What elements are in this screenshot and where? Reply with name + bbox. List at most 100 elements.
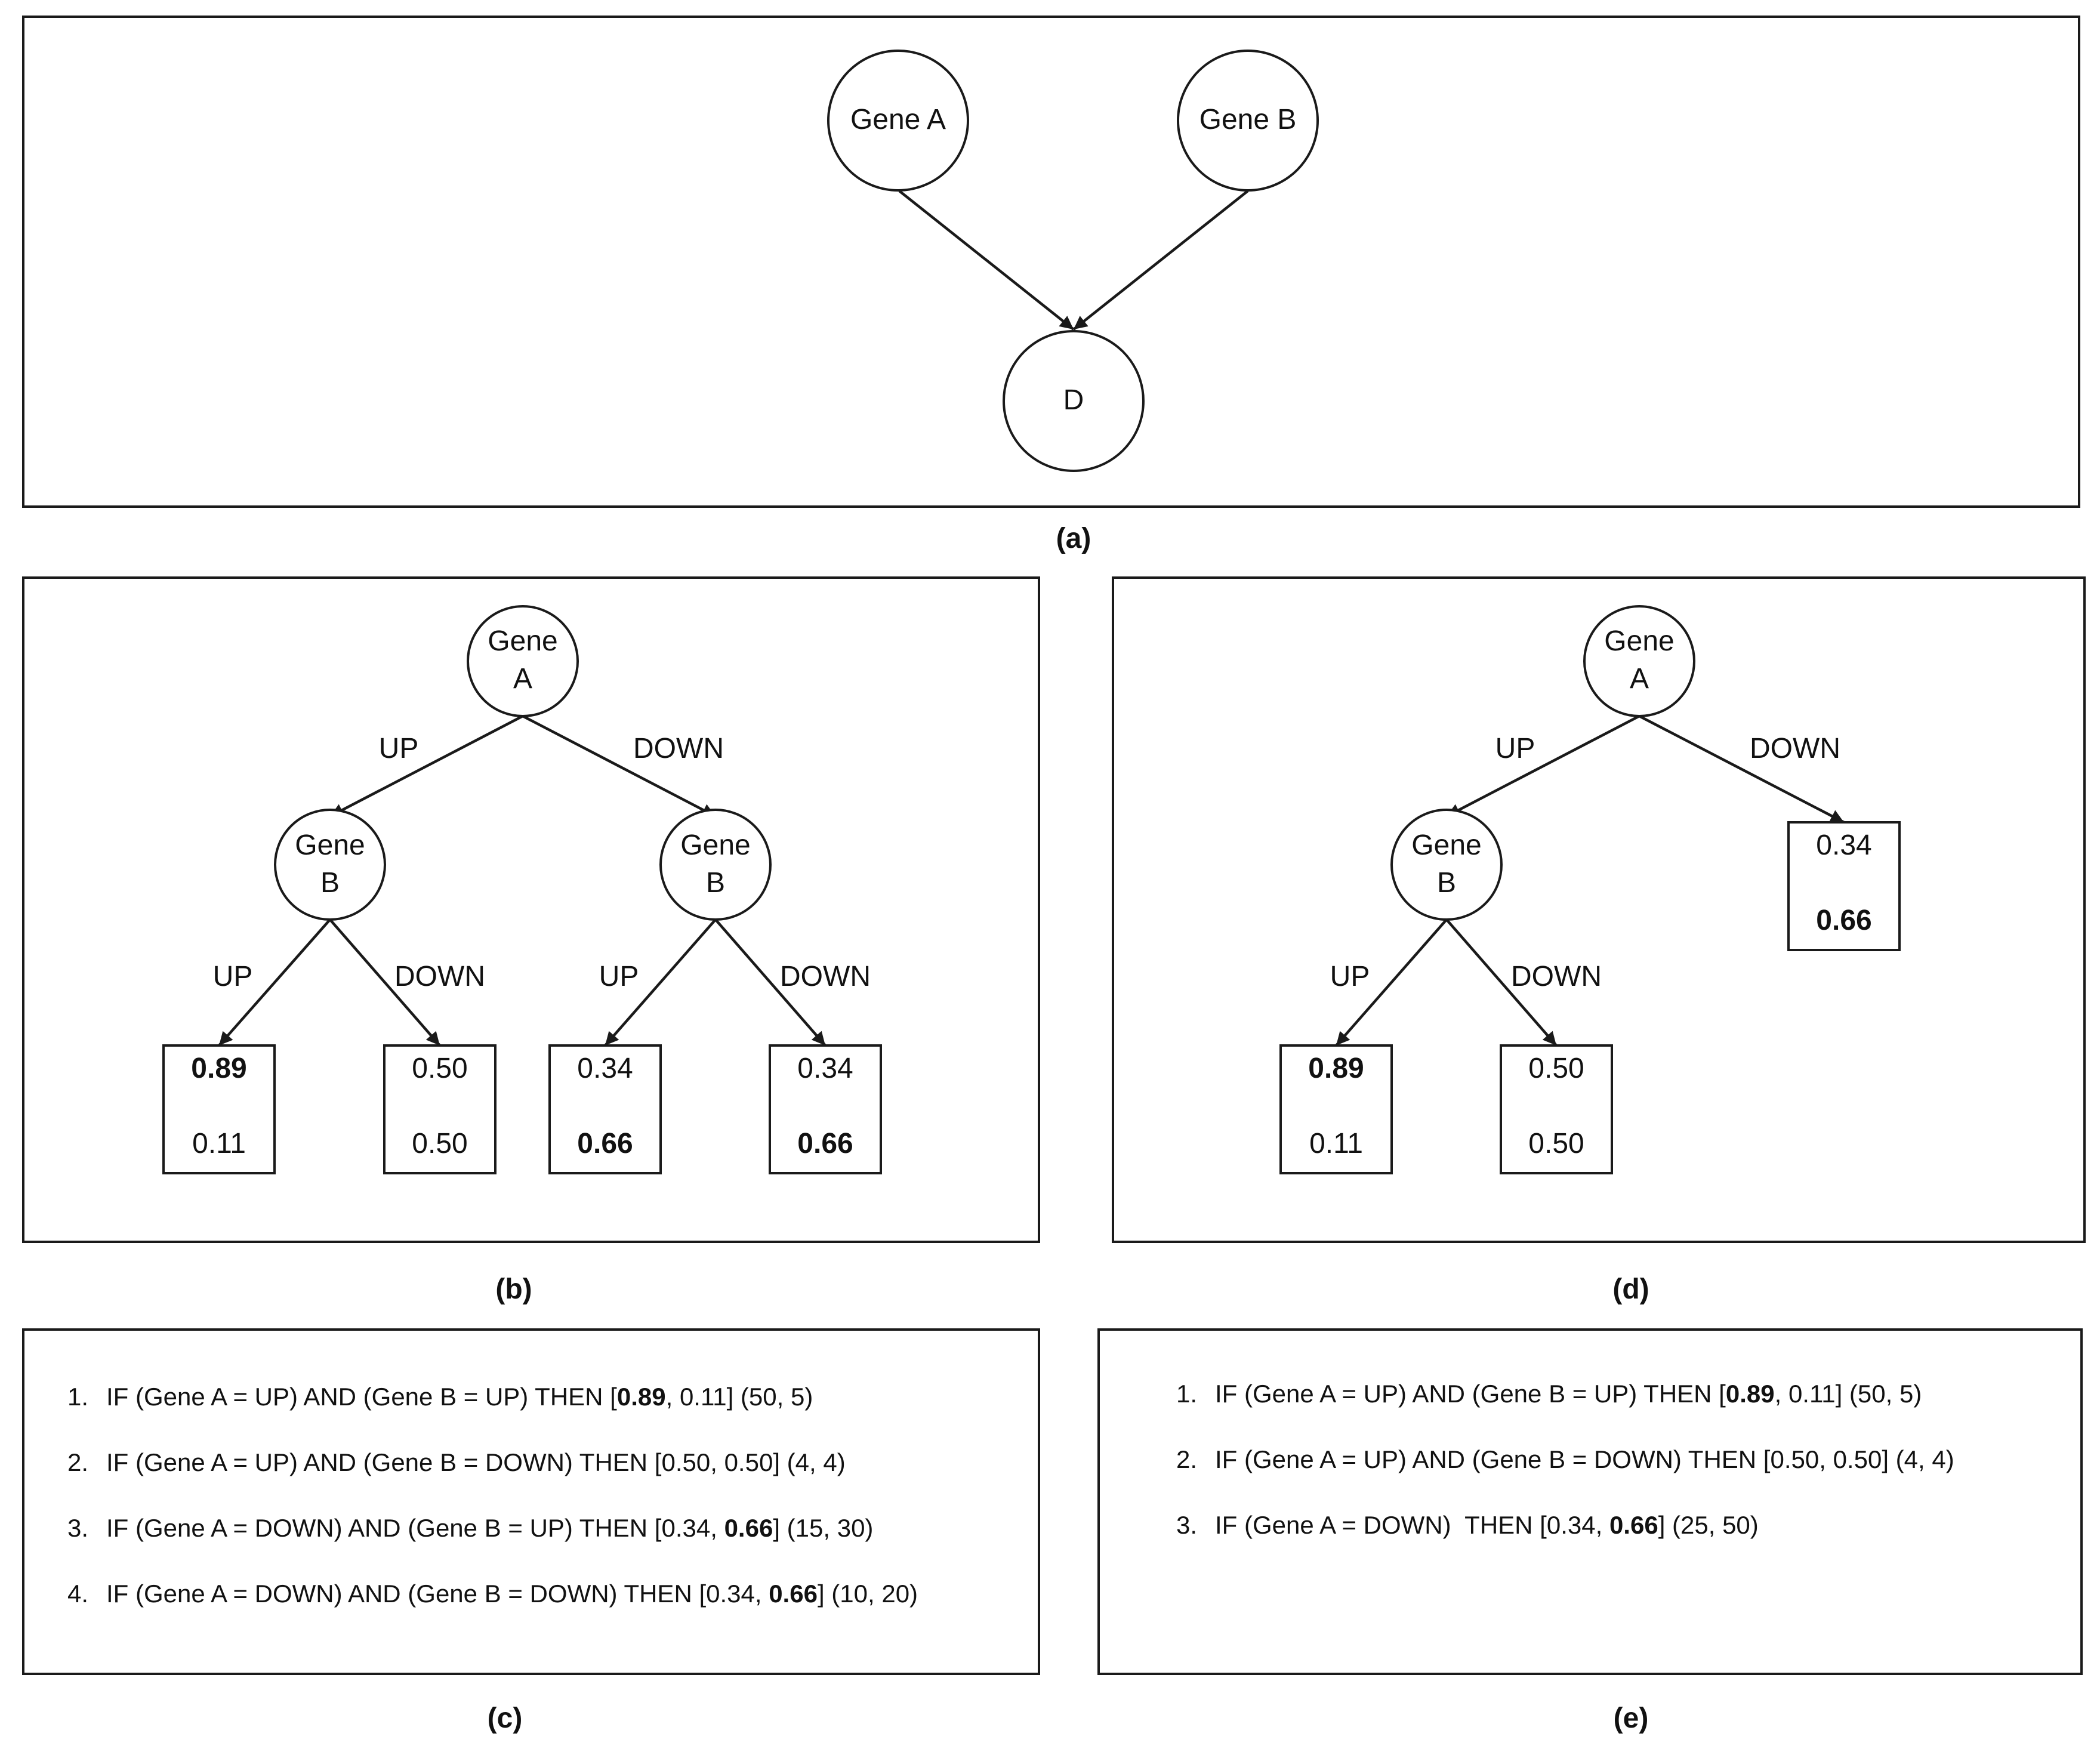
node-d bbox=[1003, 330, 1145, 472]
rule-text: IF (Gene A = DOWN) THEN [0.34, 0.66] (25… bbox=[1215, 1511, 1759, 1539]
edge-d-root-down bbox=[1638, 715, 1845, 824]
rule-text: IF (Gene A = UP) AND (Gene B = UP) THEN … bbox=[1215, 1380, 1922, 1408]
leaf-box bbox=[162, 1044, 276, 1174]
leaf-value-bottom: 0.66 bbox=[577, 1128, 633, 1159]
edge-gene-a-to-d bbox=[898, 190, 1075, 331]
node-label-line1: Gene bbox=[488, 625, 557, 657]
node-gene-b-label: Gene B bbox=[1199, 104, 1297, 135]
rule-probability: 0.50 bbox=[1770, 1445, 1819, 1473]
rule-segment: , bbox=[1596, 1511, 1609, 1539]
node-gene-a bbox=[827, 50, 969, 192]
rule-segment: IF (Gene A = DOWN) AND (Gene B = UP) THE… bbox=[106, 1514, 662, 1542]
caption-c: (c) bbox=[488, 1703, 523, 1734]
rule-segment: ] (50, 5) bbox=[1836, 1380, 1922, 1408]
panel-a-frame bbox=[22, 16, 2080, 508]
edge-label-down: DOWN bbox=[1511, 961, 1602, 992]
edge-label-up: UP bbox=[213, 961, 253, 992]
panel-e-frame bbox=[1097, 1328, 2083, 1675]
rule-segment: IF (Gene A = UP) AND (Gene B = UP) THEN … bbox=[106, 1383, 617, 1411]
node-gene-b bbox=[274, 809, 386, 921]
leaf-box bbox=[1500, 1044, 1613, 1174]
edge-b-right-down bbox=[714, 918, 827, 1047]
leaf-value-top: 0.89 bbox=[191, 1053, 246, 1084]
node-gene-b bbox=[659, 809, 772, 921]
rule-probability: 0.34 bbox=[706, 1580, 755, 1608]
edge-b-right-up bbox=[604, 918, 717, 1047]
node-label-line2: A bbox=[513, 663, 532, 695]
panel-c-frame bbox=[22, 1328, 1040, 1675]
node-gene-b bbox=[1390, 809, 1503, 921]
rule-segment: ] (50, 5) bbox=[727, 1383, 813, 1411]
rule-list: 1.IF (Gene A = UP) AND (Gene B = UP) THE… bbox=[1176, 1380, 1954, 1539]
rule-probability: 0.89 bbox=[1726, 1380, 1775, 1408]
edge-b-root-down bbox=[522, 715, 717, 818]
rule-probability: 0.50 bbox=[1833, 1445, 1882, 1473]
leaf-value-bottom: 0.11 bbox=[192, 1128, 246, 1159]
rule-probability: 0.34 bbox=[1547, 1511, 1596, 1539]
caption-d: (d) bbox=[1612, 1273, 1649, 1305]
leaf-value-top: 0.50 bbox=[412, 1053, 467, 1084]
rule-probability: 0.50 bbox=[661, 1448, 710, 1476]
node-label-line2: B bbox=[1437, 867, 1456, 899]
leaf-value-top: 0.34 bbox=[797, 1053, 853, 1084]
leaf-value-top: 0.89 bbox=[1308, 1053, 1364, 1084]
rule-number: 4. bbox=[67, 1580, 88, 1608]
edge-label-down: DOWN bbox=[394, 961, 485, 992]
rule-number: 2. bbox=[1176, 1445, 1197, 1473]
edge-d-left-up bbox=[1335, 918, 1448, 1047]
rule-text: IF (Gene A = UP) AND (Gene B = DOWN) THE… bbox=[106, 1448, 846, 1476]
node-label-line1: Gene bbox=[1604, 625, 1674, 657]
caption-a: (a) bbox=[1056, 523, 1091, 554]
edge-gene-b-to-d bbox=[1072, 190, 1249, 331]
rule-segment: , bbox=[710, 1514, 724, 1542]
edge-label-up: UP bbox=[1330, 961, 1370, 992]
edge-b-left-up bbox=[218, 918, 331, 1047]
leaf-value-bottom: 0.50 bbox=[412, 1128, 467, 1159]
edge-b-left-down bbox=[329, 918, 441, 1047]
rule-segment: , bbox=[666, 1383, 680, 1411]
node-label-line2: B bbox=[706, 867, 725, 899]
rule-segment: IF (Gene A = DOWN) THEN [ bbox=[1215, 1511, 1547, 1539]
leaf-value-top: 0.50 bbox=[1528, 1053, 1584, 1084]
rule-segment: IF (Gene A = UP) AND (Gene B = DOWN) THE… bbox=[1215, 1445, 1771, 1473]
rule-probability: 0.11 bbox=[1788, 1380, 1836, 1408]
leaf-value-bottom: 0.11 bbox=[1309, 1128, 1363, 1159]
leaf-box bbox=[769, 1044, 882, 1174]
leaf-value-top: 0.34 bbox=[1816, 829, 1871, 861]
rule-probability: 0.11 bbox=[680, 1383, 727, 1411]
node-gene-b bbox=[1177, 50, 1319, 192]
rule-text: IF (Gene A = UP) AND (Gene B = DOWN) THE… bbox=[1215, 1445, 1954, 1473]
edge-label-up: UP bbox=[379, 733, 419, 764]
rule-text: IF (Gene A = DOWN) AND (Gene B = UP) THE… bbox=[106, 1514, 873, 1542]
rule-segment: , bbox=[710, 1448, 724, 1476]
edge-label-down: DOWN bbox=[1750, 733, 1840, 764]
node-label-line1: Gene bbox=[680, 829, 750, 861]
rule-segment: , bbox=[1819, 1445, 1833, 1473]
node-gene-a bbox=[1583, 605, 1695, 717]
rule-list: 1.IF (Gene A = UP) AND (Gene B = UP) THE… bbox=[67, 1383, 918, 1608]
caption-e: (e) bbox=[1614, 1703, 1649, 1734]
leaf-value-bottom: 0.66 bbox=[797, 1128, 853, 1159]
node-gene-a-label: Gene A bbox=[850, 104, 946, 135]
rule-segment: ] (4, 4) bbox=[1882, 1445, 1954, 1473]
edge-label-up: UP bbox=[599, 961, 639, 992]
leaf-value-top: 0.34 bbox=[577, 1053, 633, 1084]
rule-probability: 0.50 bbox=[724, 1448, 773, 1476]
rule-segment: , bbox=[1775, 1380, 1788, 1408]
node-d-label: D bbox=[1063, 384, 1084, 416]
rule-probability: 0.34 bbox=[661, 1514, 710, 1542]
rule-segment: ] (15, 30) bbox=[773, 1514, 873, 1542]
node-label-line1: Gene bbox=[295, 829, 365, 861]
edge-b-root-up bbox=[329, 715, 524, 818]
node-label-line2: B bbox=[320, 867, 340, 899]
rule-segment: IF (Gene A = UP) AND (Gene B = DOWN) THE… bbox=[106, 1448, 662, 1476]
node-gene-a bbox=[467, 605, 579, 717]
panel-b-frame bbox=[22, 576, 1040, 1243]
rule-probability: 0.66 bbox=[769, 1580, 818, 1608]
rule-segment: ] (25, 50) bbox=[1658, 1511, 1759, 1539]
leaf-box bbox=[383, 1044, 497, 1174]
edge-label-down: DOWN bbox=[780, 961, 871, 992]
edge-d-left-down bbox=[1445, 918, 1558, 1047]
rule-number: 3. bbox=[67, 1514, 88, 1542]
